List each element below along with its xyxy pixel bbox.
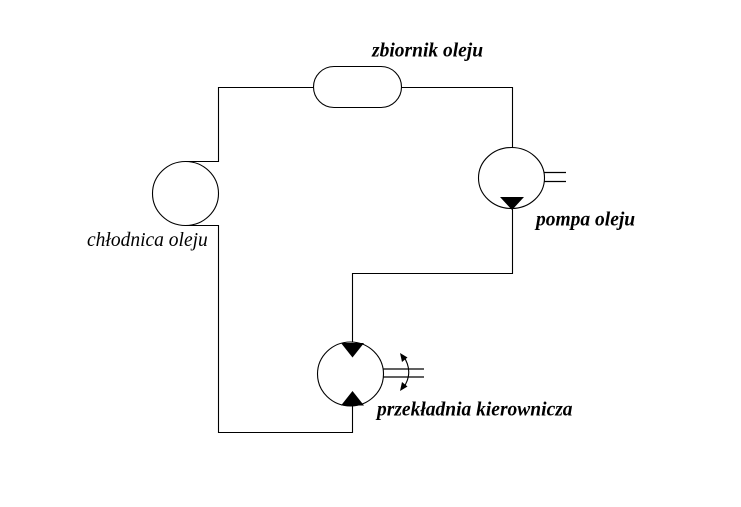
steering-gear-symbol — [316, 341, 424, 407]
pipe-tank-to-cooler — [185, 86, 314, 163]
oil-cooler-symbol — [151, 160, 220, 227]
steering-outlet-triangle-icon — [341, 391, 364, 406]
steering-shaft-icon — [383, 368, 424, 378]
rotation-arrow-top-head — [400, 353, 408, 362]
oil-tank-symbol — [312, 65, 403, 109]
oil-pump-label: pompa oleju — [534, 210, 635, 231]
steering-gear-circle — [316, 341, 385, 407]
oil-tank-label: zbiornik oleju — [371, 41, 483, 62]
pipe-cooler-to-steering-return — [185, 224, 354, 434]
pipe-tank-to-pump — [401, 86, 514, 148]
pump-flow-triangle-icon — [500, 197, 524, 210]
rotation-arrow-bottom-head — [400, 382, 408, 391]
pipe-pump-to-steering — [351, 208, 514, 342]
pump-shaft-icon — [544, 171, 566, 183]
oil-cooler-label: chłodnica oleju — [87, 230, 208, 251]
steering-gear-label: przekładnia kierownicza — [375, 400, 573, 421]
steering-inlet-triangle-icon — [341, 343, 364, 358]
oil-pump-symbol — [477, 146, 566, 210]
